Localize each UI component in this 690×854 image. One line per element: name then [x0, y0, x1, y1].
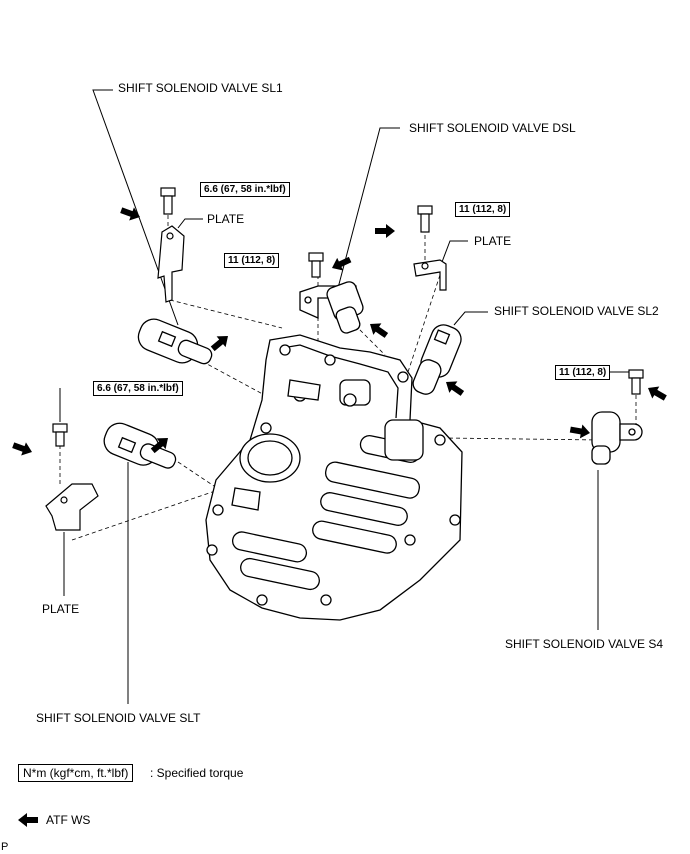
torque-sl1-bolt: 6.6 (67, 58 in.*lbf)	[200, 182, 290, 197]
plate-top-right	[413, 259, 447, 291]
footer-code: P	[1, 841, 9, 853]
label-plate-top-left: PLATE	[207, 212, 245, 226]
atf-arrow-legend	[18, 813, 38, 827]
solenoid-dsl	[299, 281, 364, 334]
label-dsl: SHIFT SOLENOID VALVE DSL	[409, 121, 576, 135]
atf-arrow-plate-right-bolt	[375, 224, 395, 238]
atf-arrow-left-bolt	[10, 438, 35, 459]
atf-arrow-s4-bolt	[644, 381, 669, 405]
torque-s4-bolt: 11 (112, 8)	[555, 365, 611, 380]
label-s4: SHIFT SOLENOID VALVE S4	[505, 637, 664, 651]
label-plate-top-right: PLATE	[474, 234, 512, 248]
torque-plate-right-bolt: 11 (112, 8)	[455, 202, 511, 217]
bolts	[52, 187, 644, 447]
valve-body	[205, 334, 463, 621]
bolt-sl1	[160, 187, 176, 215]
torque-dsl-bolt: 11 (112, 8)	[224, 253, 280, 268]
bolt-dsl	[308, 252, 324, 278]
solenoid-s4	[591, 411, 643, 465]
atf-arrow-sl1-bolt	[118, 203, 143, 224]
atf-arrow-dsl-bolt	[329, 253, 354, 275]
label-slt: SHIFT SOLENOID VALVE SLT	[36, 711, 201, 725]
solenoid-slt	[103, 422, 177, 469]
label-sl2: SHIFT SOLENOID VALVE SL2	[494, 304, 659, 318]
atf-arrow-dsl	[365, 318, 391, 342]
atf-arrow-sl2	[441, 376, 467, 400]
bolt-s4	[628, 369, 644, 395]
solenoid-sl1	[137, 318, 213, 365]
legend-torque-box: N*m (kgf*cm, ft.*lbf)	[18, 764, 134, 782]
solenoid-sl2	[412, 324, 462, 395]
label-plate-bottom-left: PLATE	[42, 602, 80, 616]
legend-arrow-text: ATF WS	[46, 813, 91, 827]
bolt-left	[52, 423, 68, 447]
plate-top-left	[157, 225, 185, 303]
atf-arrow-s4	[569, 422, 592, 440]
torque-left-bolt: 6.6 (67, 58 in.*lbf)	[93, 381, 183, 396]
atf-arrow-sl1	[208, 330, 233, 355]
plate-bottom-left	[45, 483, 99, 531]
label-sl1: SHIFT SOLENOID VALVE SL1	[118, 81, 283, 95]
legend-torque-text: : Specified torque	[150, 766, 244, 780]
bolt-plate-right	[417, 205, 433, 233]
